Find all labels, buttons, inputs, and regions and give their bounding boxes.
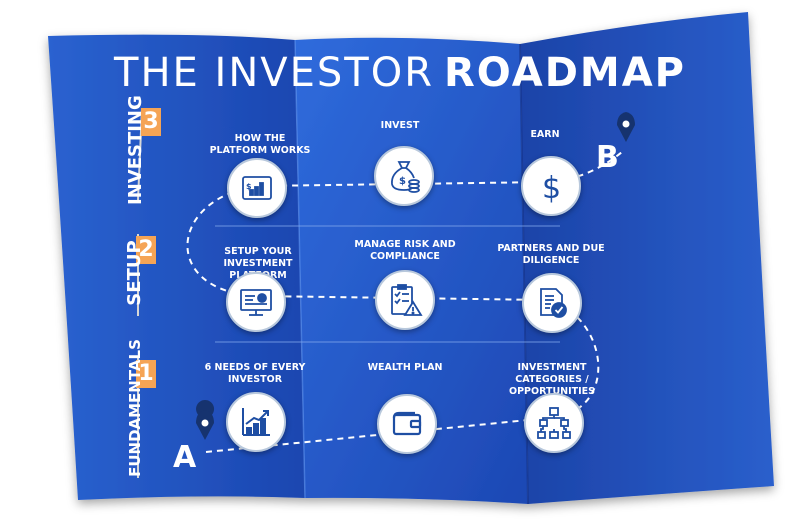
document-check-icon bbox=[540, 288, 567, 318]
monitor-dashboard-icon bbox=[240, 289, 272, 316]
title-light: THE INVESTOR bbox=[114, 50, 434, 96]
svg-text:$: $ bbox=[399, 176, 406, 187]
start-marker: A bbox=[173, 440, 197, 475]
end-pin-icon bbox=[617, 112, 635, 142]
fold-line-left bbox=[294, 39, 306, 499]
step-label-how-platform-works: HOW THE PLATFORM WORKS bbox=[209, 133, 311, 156]
step-wealth-plan bbox=[377, 394, 437, 454]
step-label-partners: PARTNERS AND DUE DILIGENCE bbox=[497, 243, 605, 266]
dollar-icon: $ bbox=[542, 171, 561, 204]
step-label-invest: INVEST bbox=[380, 120, 420, 131]
hierarchy-icon bbox=[537, 407, 571, 439]
title-bold: ROADMAP bbox=[444, 50, 686, 96]
step-label-investment-categories: INVESTMENT CATEGORIES / OPPORTUNITIES bbox=[509, 362, 595, 397]
flag-investing bbox=[137, 107, 161, 201]
panel-right bbox=[520, 12, 774, 504]
flag-fundamentals bbox=[136, 358, 156, 478]
svg-text:$: $ bbox=[246, 182, 252, 191]
step-label-manage-risk: MANAGE RISK AND COMPLIANCE bbox=[354, 239, 456, 262]
step-label-6-needs: 6 NEEDS OF EVERY INVESTOR bbox=[204, 362, 306, 385]
step-label-wealth-plan: WEALTH PLAN bbox=[367, 362, 443, 373]
step-earn: $ bbox=[521, 156, 581, 216]
flag-number-3: 3 bbox=[143, 109, 159, 134]
step-manage-risk bbox=[375, 270, 435, 330]
step-investment-categories bbox=[524, 393, 584, 453]
step-setup-platform bbox=[226, 272, 286, 332]
step-partners bbox=[522, 273, 582, 333]
flag-setup bbox=[136, 234, 156, 316]
step-invest: $ bbox=[374, 146, 434, 206]
stage-label-fundamentals: FUNDAMENTALS bbox=[126, 339, 144, 477]
start-pin-icon bbox=[196, 400, 215, 440]
wallet-icon bbox=[392, 411, 422, 436]
tablet-chart-icon: $ bbox=[242, 176, 272, 200]
checklist-warning-icon bbox=[391, 284, 423, 316]
step-label-earn: EARN bbox=[530, 129, 560, 140]
flag-number-2: 2 bbox=[138, 237, 154, 262]
end-marker: B bbox=[596, 140, 619, 175]
flag-number-1: 1 bbox=[138, 361, 154, 386]
panel-left bbox=[48, 34, 305, 501]
board-panels bbox=[48, 12, 774, 504]
money-bag-icon: $ bbox=[391, 161, 420, 193]
step-6-needs bbox=[226, 392, 286, 452]
step-how-platform-works: $ bbox=[227, 158, 287, 218]
svg-text:$: $ bbox=[542, 171, 561, 204]
growth-chart-icon bbox=[242, 408, 270, 436]
